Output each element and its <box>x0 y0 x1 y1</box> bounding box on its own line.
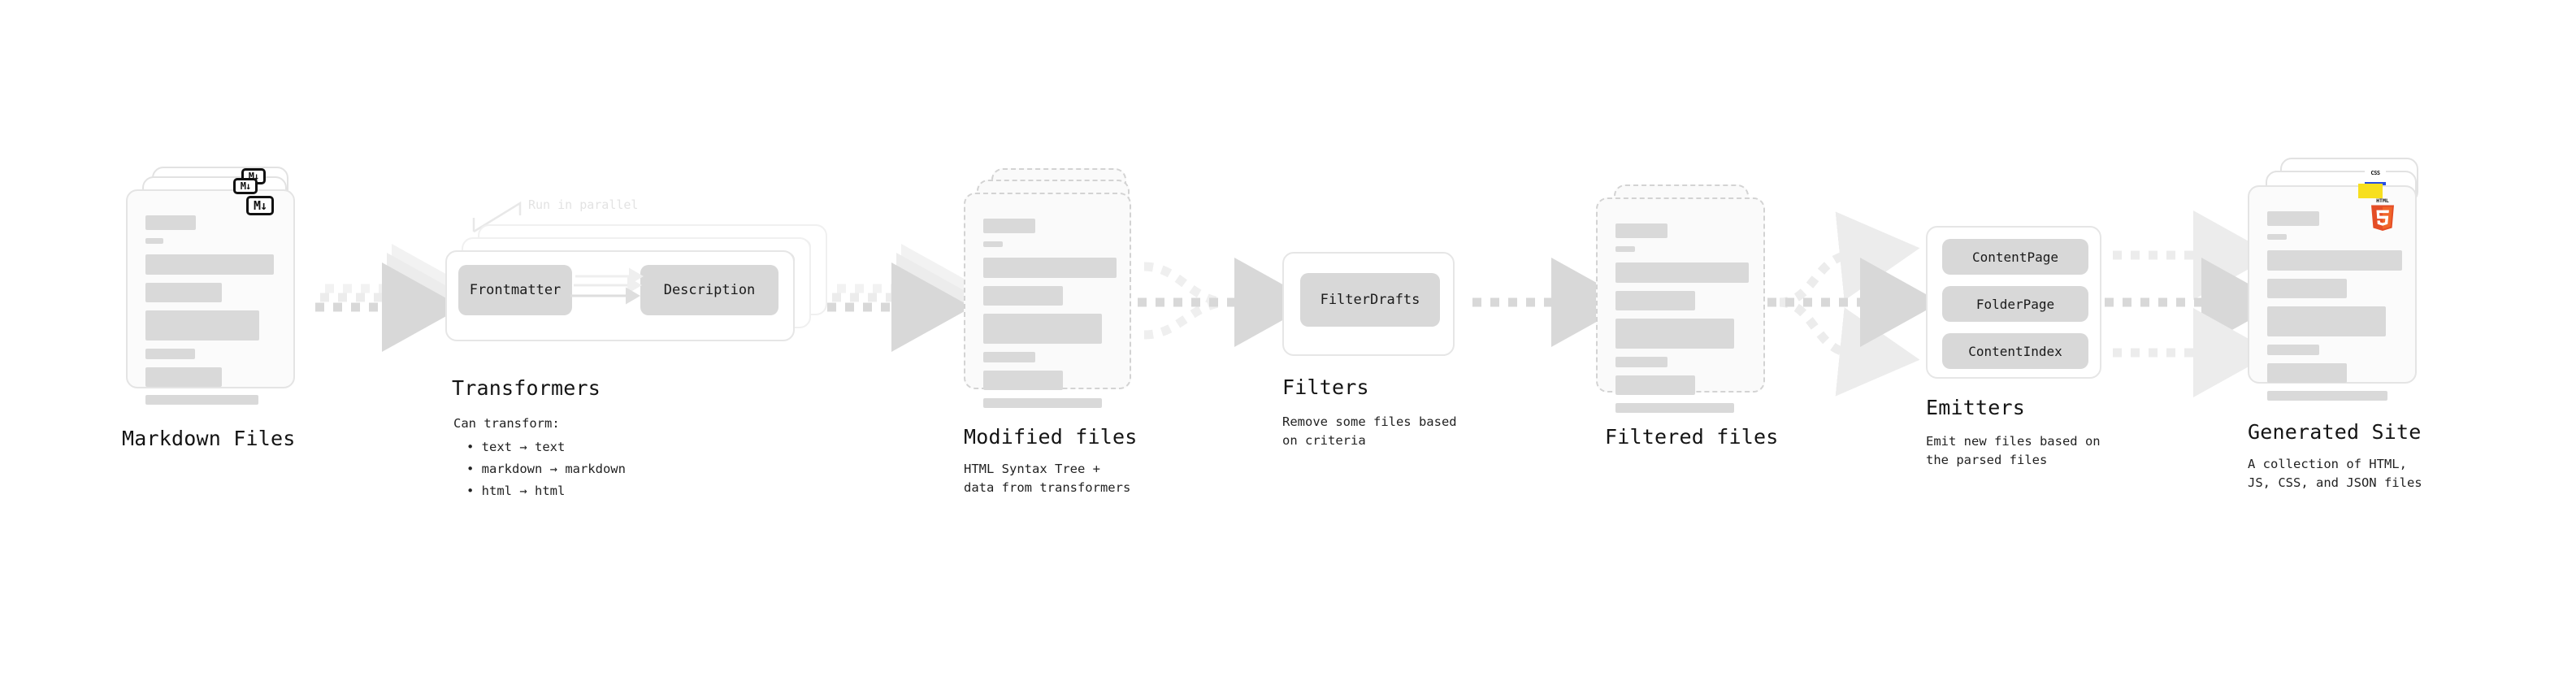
emitters-box[interactable]: ContentPage FolderPage ContentIndex <box>1926 226 2101 379</box>
transformers-bullet-0: • text → text <box>466 440 566 454</box>
filters-box[interactable]: FilterDrafts <box>1282 252 1455 356</box>
filtered-file-front <box>1596 197 1765 413</box>
chip-frontmatter[interactable]: Frontmatter <box>458 265 572 315</box>
transformers-bullets-heading: Can transform: <box>453 416 560 431</box>
chip-contentindex[interactable]: ContentIndex <box>1942 333 2088 369</box>
stage-title-transformers: Transformers <box>452 376 601 400</box>
stage-subtitle-generated-site: A collection of HTML, JS, CSS, and JSON … <box>2248 457 2422 491</box>
markdown-badge: M↓ <box>246 196 274 215</box>
run-in-parallel-label: Run in parallel <box>528 197 639 212</box>
chip-description[interactable]: Description <box>640 265 778 315</box>
chip-filterdrafts[interactable]: FilterDrafts <box>1300 273 1440 327</box>
js-badge <box>2358 184 2383 198</box>
transformer-inner-arrows <box>570 267 644 305</box>
markdown-file-front <box>126 189 295 405</box>
file-content-bars <box>1615 223 1749 421</box>
transformers-bullet-2: • html → html <box>466 484 566 498</box>
arrow-transformers-to-modified <box>827 244 982 352</box>
stage-title-generated-site: Generated Site <box>2248 420 2422 444</box>
stage-subtitle-modified-files: HTML Syntax Tree + data from transformer… <box>964 462 1131 496</box>
modified-file-front <box>964 193 1131 408</box>
stage-title-modified-files: Modified files <box>964 425 1138 449</box>
markdown-badge-back1: M↓ <box>233 178 258 194</box>
stage-title-filtered-files: Filtered files <box>1605 425 1779 449</box>
transformers-bullet-1: • markdown → markdown <box>466 462 626 476</box>
svg-text:HTML: HTML <box>2376 197 2389 204</box>
arrow-filtered-to-emitters <box>1767 211 1941 397</box>
stage-title-filters: Filters <box>1282 375 1369 399</box>
stage-subtitle-emitters: Emit new files based on the parsed files <box>1926 434 2101 468</box>
html5-badge: HTML <box>2368 197 2397 231</box>
file-content-bars <box>145 215 277 413</box>
arrow-modified-to-filters <box>1138 258 1315 347</box>
stage-subtitle-filters: Remove some files based on criteria <box>1282 414 1457 449</box>
file-content-bars <box>983 219 1117 416</box>
transformer-layer-front[interactable]: Frontmatter Description <box>445 250 795 341</box>
chip-contentpage[interactable]: ContentPage <box>1942 239 2088 275</box>
css-badge: CSS <box>2365 169 2386 185</box>
arrow-emitters-to-site <box>2105 210 2282 397</box>
stage-title-markdown-files: Markdown Files <box>122 427 296 450</box>
arrow-markdown-to-transformers <box>315 244 472 352</box>
chip-folderpage[interactable]: FolderPage <box>1942 286 2088 322</box>
stage-title-emitters: Emitters <box>1926 396 2026 419</box>
file-content-bars <box>2267 211 2402 409</box>
